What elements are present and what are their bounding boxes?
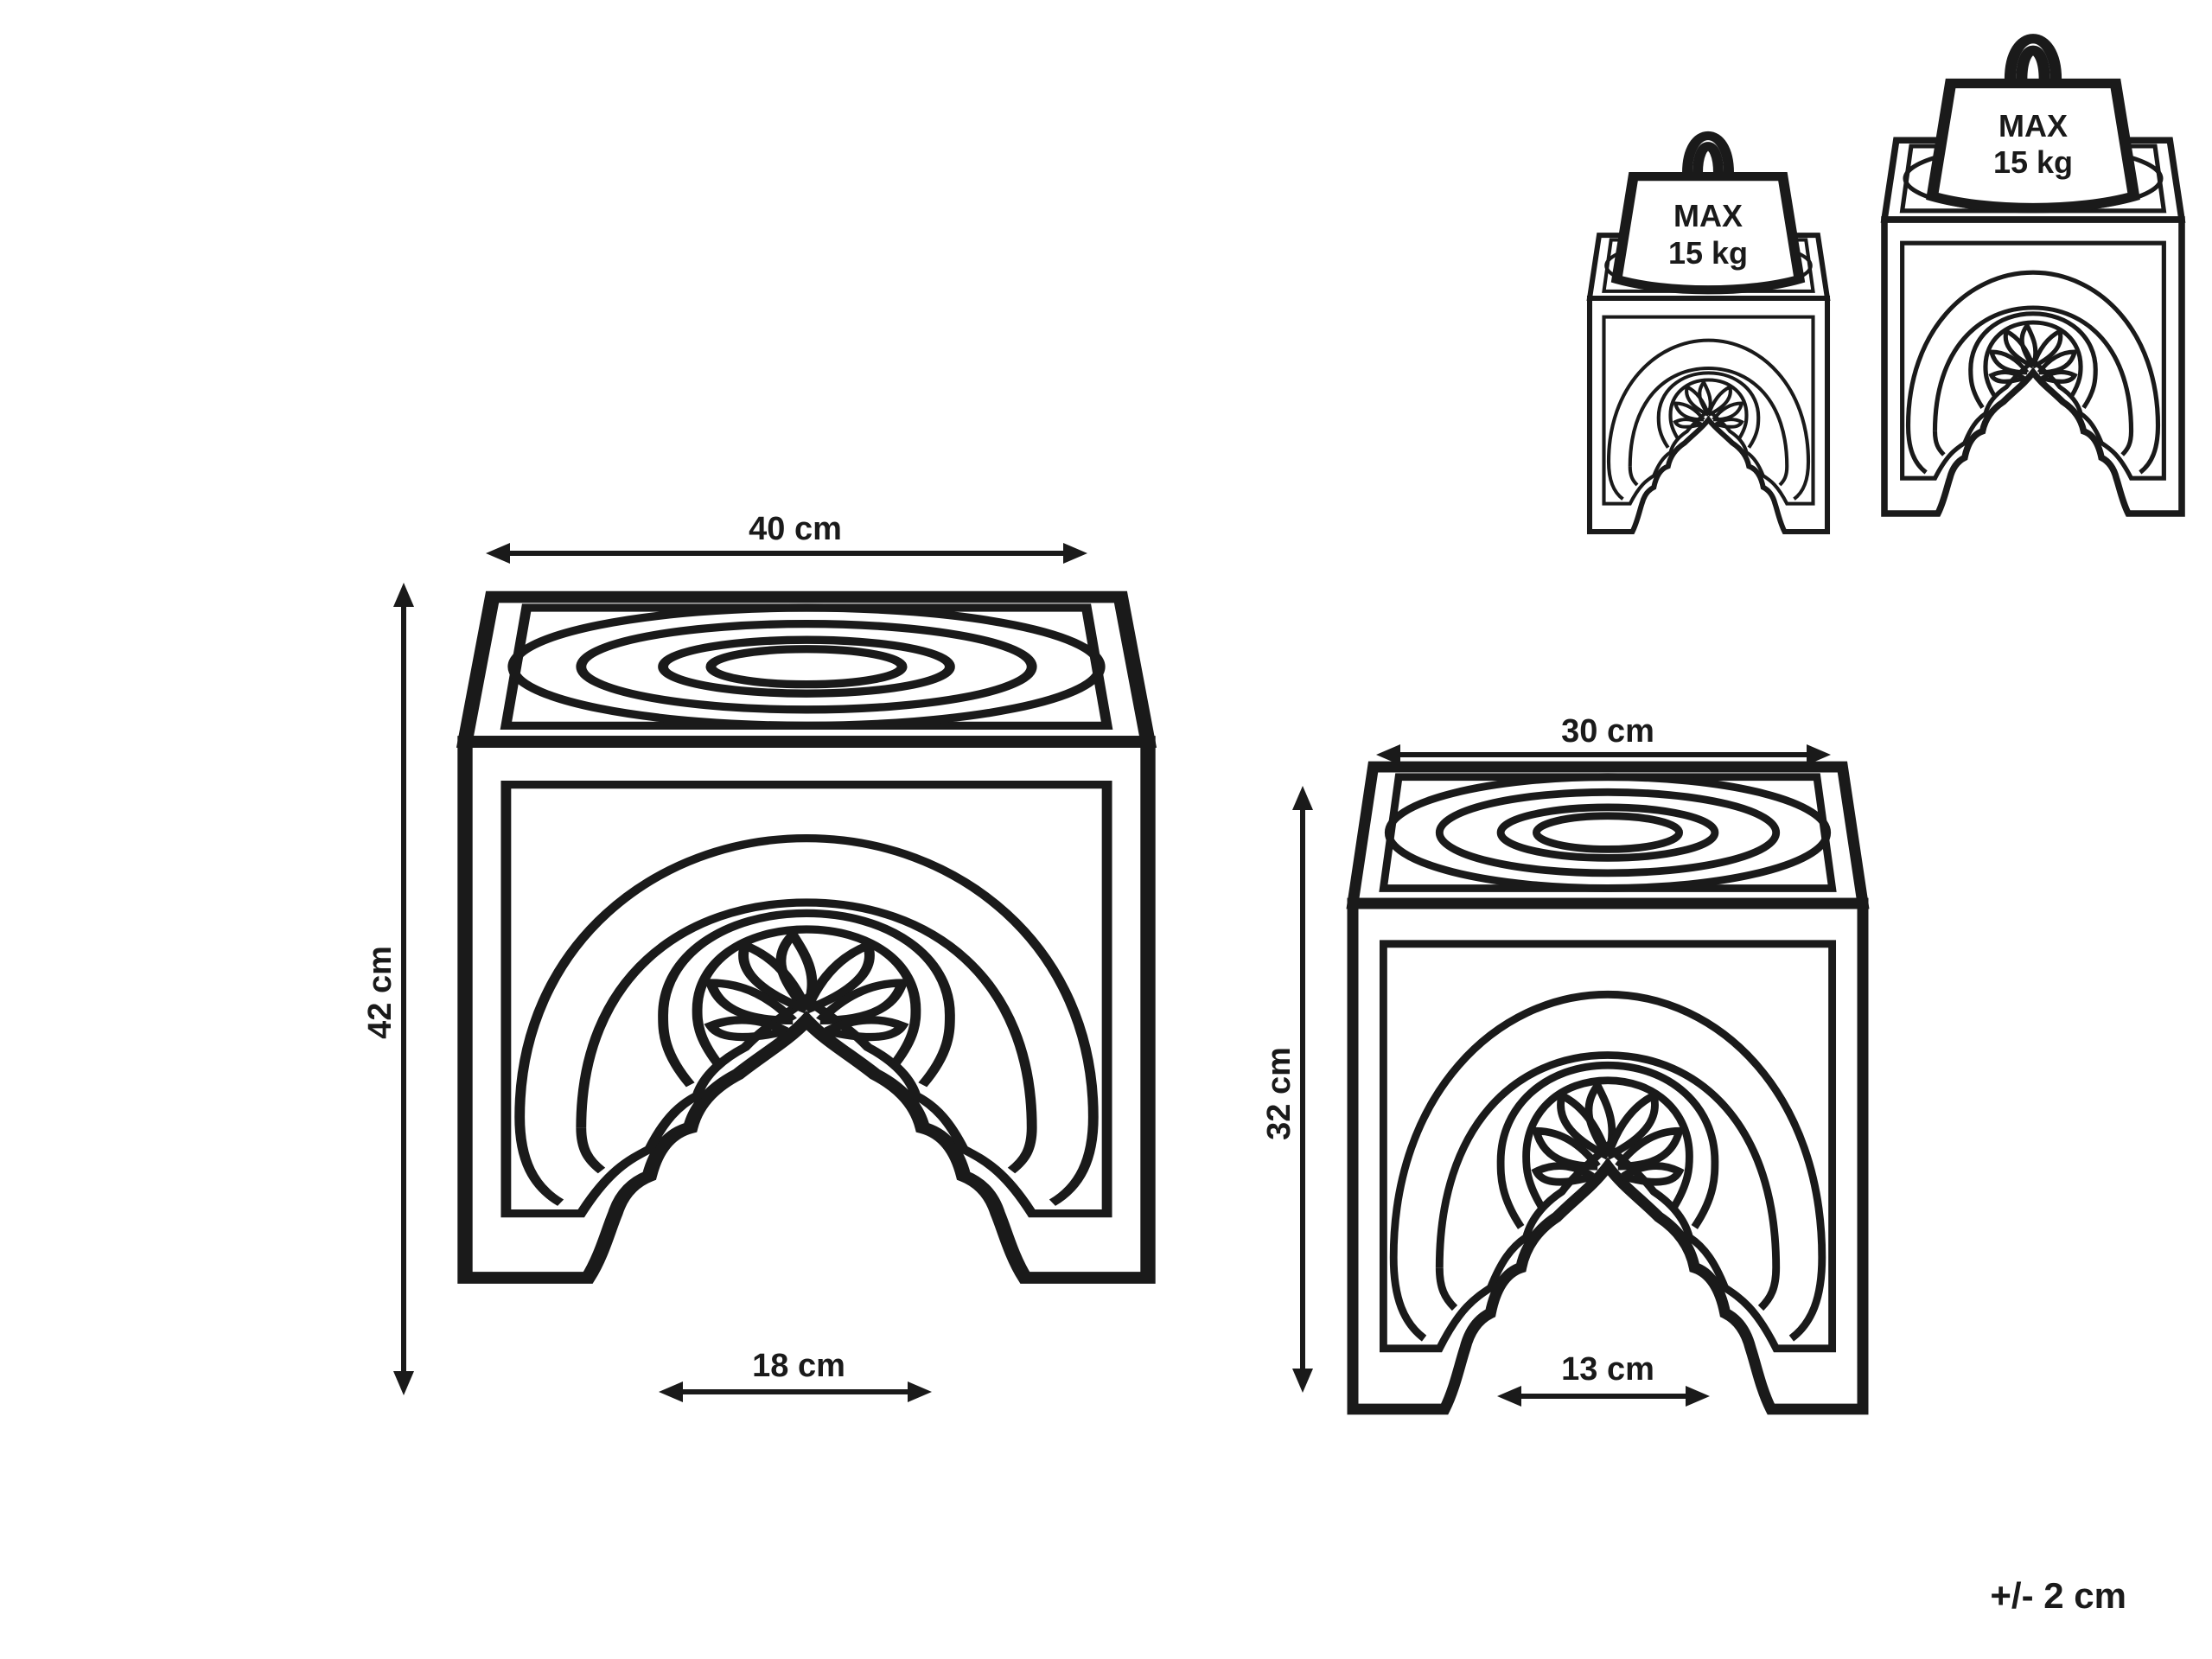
- load-large-line1: MAX: [1998, 108, 2068, 144]
- small-opening-dimension: 13 cm: [1497, 1351, 1710, 1407]
- small-table: [1353, 767, 1863, 1409]
- large-opening-label: 18 cm: [752, 1348, 845, 1384]
- large-table-drawing: [465, 597, 1148, 1278]
- large-height-label: 42 cm: [362, 946, 398, 1039]
- load-small-line1: MAX: [1673, 198, 1743, 233]
- large-height-dimension: 42 cm: [362, 583, 414, 1395]
- large-opening-dimension: 18 cm: [659, 1348, 932, 1402]
- small-height-label: 32 cm: [1261, 1047, 1297, 1140]
- small-width-dimension: 30 cm: [1376, 713, 1831, 765]
- load-small-line2: 15 kg: [1668, 235, 1748, 271]
- tolerance-note: +/- 2 cm: [1990, 1575, 2126, 1616]
- large-table: [465, 597, 1148, 1278]
- small-height-dimension: 32 cm: [1261, 786, 1313, 1393]
- small-width-label: 30 cm: [1561, 713, 1654, 750]
- load-large-line2: 15 kg: [1993, 144, 2073, 180]
- load-large-group: MAX 15 kg: [1884, 39, 2182, 514]
- large-width-label: 40 cm: [749, 511, 842, 547]
- load-small-group: MAX 15 kg: [1590, 136, 1827, 532]
- small-opening-label: 13 cm: [1561, 1351, 1654, 1388]
- large-width-dimension: 40 cm: [486, 511, 1087, 564]
- small-table-drawing: [1353, 767, 1863, 1409]
